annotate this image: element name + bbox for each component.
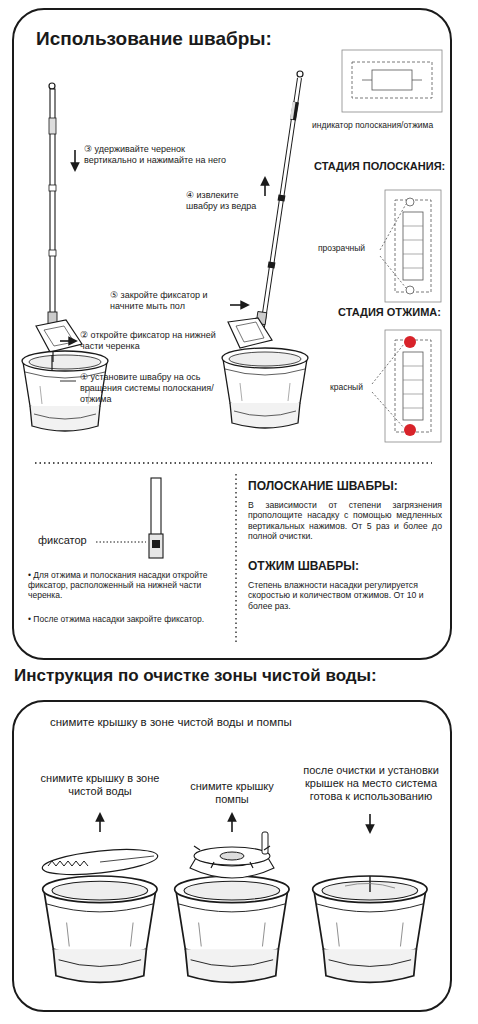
instruction-text: В зависимости от степени загрязнения про…: [248, 500, 442, 542]
instruction-text: Степень влажности насадки регулируется с…: [248, 580, 442, 611]
section-heading: ОТЖИМ ШВАБРЫ:: [248, 559, 442, 573]
instruction-panel: Инструкция по очистке зоны чистой воды: с…: [12, 664, 452, 1012]
fixator-picture: [96, 478, 163, 558]
section-heading: СТАДИЯ ПОЛОСКАНИЯ:: [314, 160, 472, 173]
separator: [35, 462, 432, 463]
instruction-text: снимите крышку помпы: [180, 780, 284, 806]
section-heading: СТАДИЯ ОТЖИМА:: [338, 306, 468, 319]
instruction-text: индикатор полоскания/отжима: [312, 120, 472, 130]
instruction-text: • После отжима насадки закройте фиксатор…: [28, 614, 228, 624]
instruction-text: ④ извлеките швабру из ведра: [186, 190, 262, 212]
mop-right: [222, 71, 308, 428]
panel-heading: Инструкция по очистке зоны чистой воды:: [14, 666, 450, 686]
instruction-text: • Для отжима и полоскания насадки открой…: [28, 570, 228, 601]
instruction-text: ③ удерживайте черенок вертикально и нажи…: [84, 144, 234, 166]
instruction-panel: Использование швабры:: [12, 8, 452, 660]
instruction-text: фиксатор: [38, 534, 96, 547]
panel-heading: Использование швабры:: [36, 28, 436, 51]
instruction-text: красный: [330, 382, 374, 392]
instruction-text: прозрачный: [318, 243, 380, 253]
section-heading: ПОЛОСКАНИЕ ШВАБРЫ:: [248, 479, 448, 493]
instruction-text: ① установите швабру на ось вращения сист…: [80, 372, 232, 404]
separator: [235, 474, 236, 642]
panel-border: [12, 700, 452, 1012]
cleaning-pictures: [41, 814, 427, 982]
instruction-text: ② откройте фиксатор на нижней части чере…: [80, 330, 220, 352]
panel-note: снимите крышку в зоне чистой воды и помп…: [50, 716, 430, 730]
instruction-text: снимите крышку в зоне чистой воды: [38, 772, 162, 798]
instruction-text: после очистки и установки крышек на мест…: [294, 764, 448, 804]
panel-border: [12, 8, 452, 660]
instruction-text: ⑤ закройте фиксатор и начните мыть пол: [110, 290, 228, 312]
